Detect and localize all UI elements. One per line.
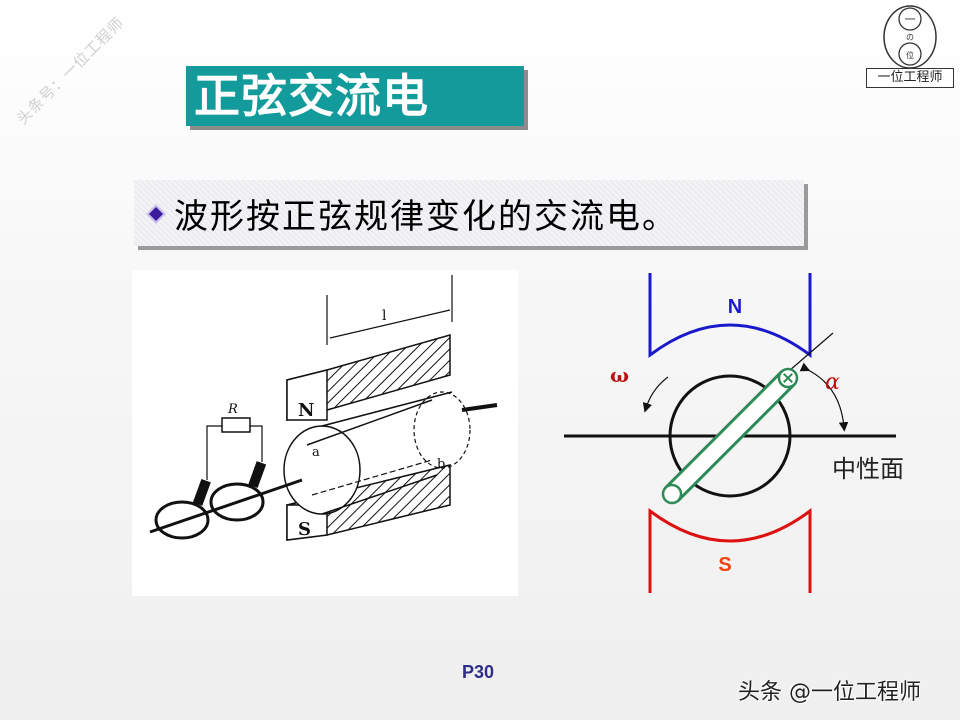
bullet-text: 波形按正弦规律变化的交流电。	[174, 196, 678, 237]
south-pole-label: S	[718, 554, 731, 576]
alpha-label: α	[825, 370, 840, 395]
diamond-bullet-icon	[146, 204, 166, 224]
slide-title: 正弦交流电	[186, 66, 524, 126]
neutral-plane-label: 中性面	[832, 455, 904, 483]
svg-text:b: b	[437, 457, 445, 472]
svg-text:N: N	[298, 400, 314, 421]
brand-logo: 一 の 位 一位工程师	[866, 4, 956, 88]
footer-watermark: 头条 @一位工程师	[738, 680, 921, 705]
logo-label: 一位工程师	[866, 68, 954, 88]
generator-illustration: l N S a b R	[132, 270, 518, 596]
omega-label: ω	[610, 363, 629, 387]
bullet-item: 波形按正弦规律变化的交流电。	[134, 180, 804, 246]
svg-text:R: R	[227, 402, 238, 417]
north-pole-label: N	[728, 296, 742, 318]
svg-text:一: 一	[905, 13, 916, 26]
svg-text:l: l	[382, 308, 387, 324]
svg-text:a: a	[312, 445, 320, 460]
svg-text:位: 位	[906, 50, 914, 60]
neutral-plane-diagram: N S ω α 中性面	[550, 265, 930, 605]
page-number: P30	[462, 662, 495, 682]
diagonal-watermark: 头条号：一位工程师	[13, 13, 128, 129]
svg-text:S: S	[298, 519, 311, 540]
svg-text:の: の	[906, 33, 914, 42]
logo-emblem-icon: 一 の 位	[883, 5, 937, 69]
